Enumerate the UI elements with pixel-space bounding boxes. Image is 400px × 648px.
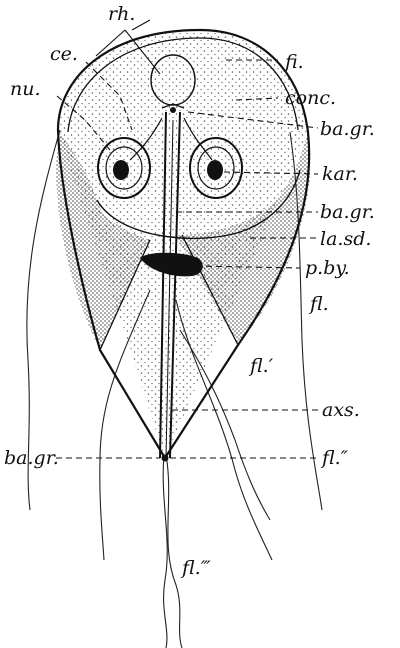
label-la-sd: la.sd. — [320, 228, 371, 250]
nucleus-left — [98, 138, 150, 198]
label-fl-triple-prime: fl.‴ — [180, 557, 211, 579]
label-axs: axs. — [322, 399, 360, 421]
label-ba-gr-bottom: ba.gr. — [4, 447, 59, 469]
label-conc: conc. — [285, 87, 336, 109]
label-ce: ce. — [50, 43, 78, 65]
basal-granule-dot — [170, 107, 176, 113]
label-kar: kar. — [322, 163, 358, 185]
karyosome-left — [113, 160, 129, 180]
label-fl-prime: fl.′ — [248, 355, 274, 377]
basal-granule-bottom — [162, 455, 169, 462]
label-ba-gr-top: ba.gr. — [320, 118, 375, 140]
label-fi: fi. — [283, 51, 304, 73]
nucleus-right — [190, 138, 242, 198]
cell-body — [56, 30, 310, 458]
label-fl-double-prime: fl.″ — [320, 447, 348, 469]
label-fl: fl. — [308, 293, 329, 315]
karyosome-right — [207, 160, 223, 180]
flagellum-posterior-a — [163, 455, 167, 648]
flagellum-posterior-b — [166, 455, 182, 648]
label-nu: nu. — [10, 78, 41, 100]
label-p-by: p.by. — [305, 257, 350, 279]
label-ba-gr-mid: ba.gr. — [320, 201, 375, 223]
label-rh: rh. — [108, 3, 135, 25]
